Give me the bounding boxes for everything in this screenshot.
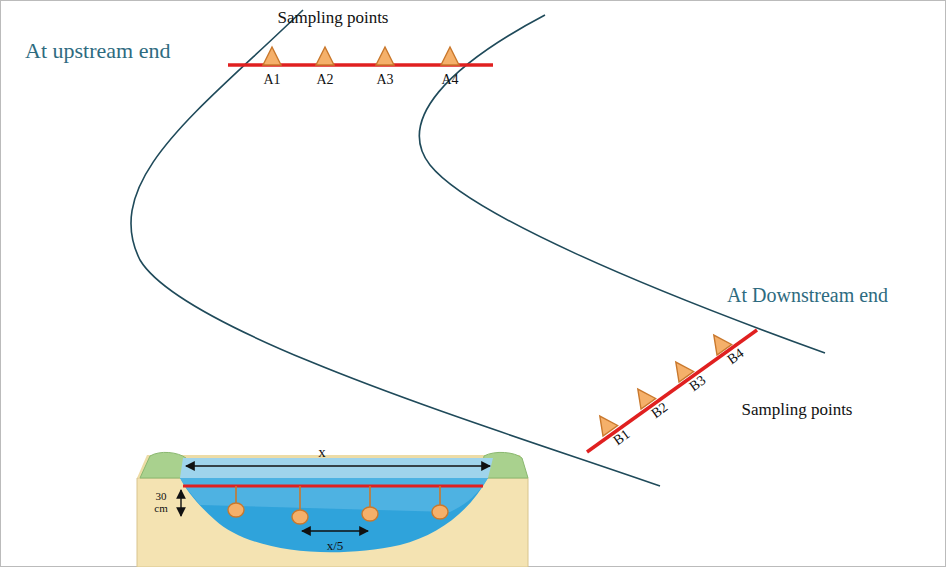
upstream-markers [263, 47, 459, 65]
downstream-transect [587, 330, 757, 452]
left-bank [131, 10, 660, 486]
sampling-caption: Sampling points [278, 9, 389, 27]
location-heading: At upstream end [25, 39, 170, 62]
location-heading: At Downstream end [727, 285, 888, 306]
dimension-label: x/5 [327, 539, 344, 553]
cross-section [137, 452, 528, 567]
point-label: A2 [316, 73, 333, 88]
point-label: A4 [441, 73, 458, 88]
sampling-caption: Sampling points [742, 401, 853, 419]
dimension-label: x [318, 445, 326, 461]
downstream-markers [592, 330, 731, 436]
point-label: A1 [263, 73, 280, 88]
dimension-label: 30 cm [150, 491, 172, 514]
point-label: A3 [376, 73, 393, 88]
